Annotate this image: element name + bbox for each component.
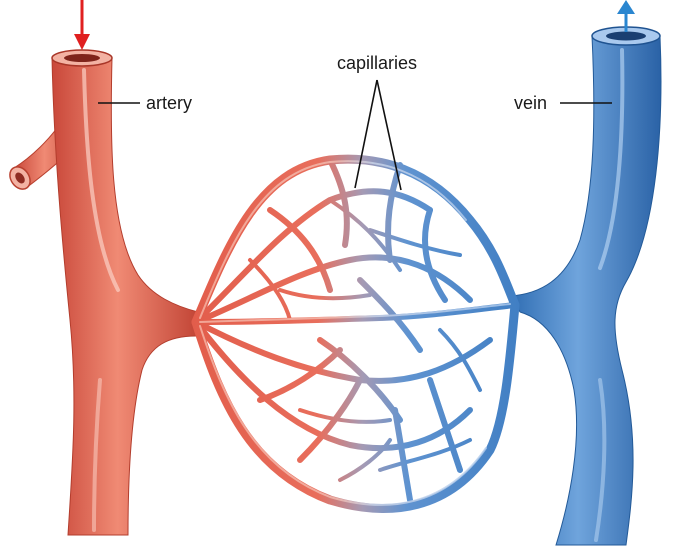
capillary-network bbox=[191, 154, 520, 513]
arrow-up-icon bbox=[617, 0, 635, 32]
vein-trunk bbox=[509, 35, 662, 546]
vein-label: vein bbox=[514, 93, 547, 113]
capillaries-label: capillaries bbox=[337, 53, 417, 73]
artery-vessel bbox=[9, 49, 199, 536]
arrow-down-icon bbox=[74, 0, 90, 50]
capillaries-leader-left bbox=[354, 79, 378, 189]
capillaries-leader-right bbox=[376, 79, 402, 191]
vein-vessel bbox=[509, 26, 662, 546]
artery-trunk bbox=[51, 57, 199, 536]
label-leaders bbox=[98, 79, 612, 191]
artery-label: artery bbox=[146, 93, 192, 113]
